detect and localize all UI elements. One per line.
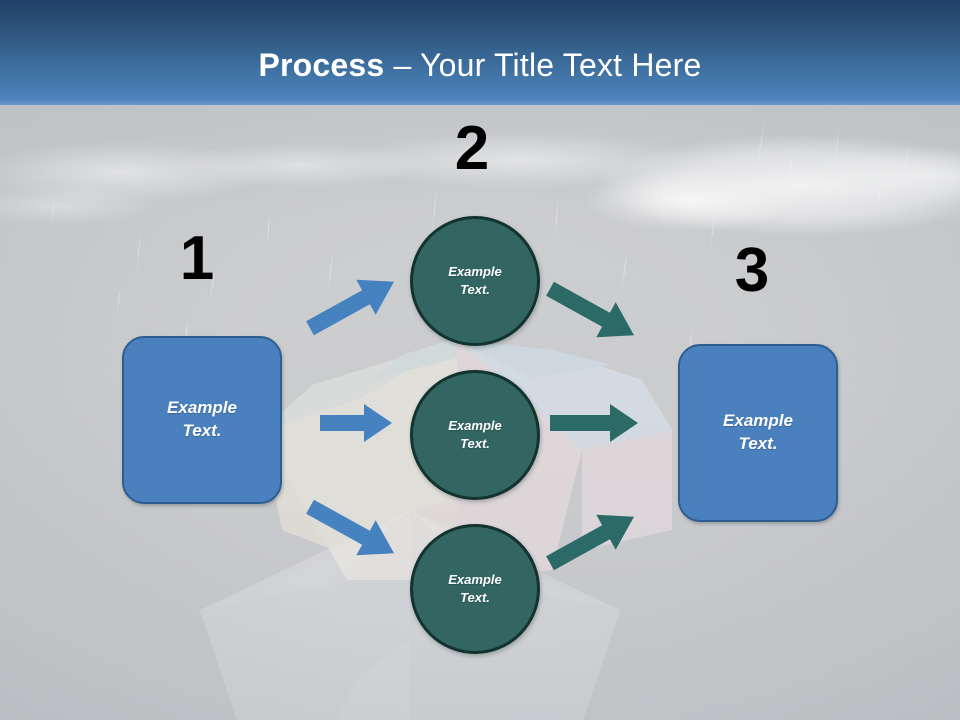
step-box-right-line1: Example	[723, 411, 793, 431]
step-number-3: 3	[734, 236, 770, 305]
page-title-light: Your Title Text Here	[420, 47, 702, 83]
step-circle-middle-line1: Example	[448, 418, 502, 434]
step-box-left-label: Example Text.	[167, 397, 237, 443]
step-circle-bottom-line2: Text.	[460, 590, 490, 605]
teal-arrow-up-icon	[540, 510, 644, 571]
page-title-separator: –	[384, 47, 421, 83]
step-circle-top-line2: Text.	[460, 282, 490, 297]
page-title-strong: Process	[258, 47, 385, 83]
step-circle-top[interactable]: Example Text.	[410, 216, 540, 346]
blue-arrow-down-icon	[300, 499, 404, 560]
step-circle-middle-label: Example Text.	[448, 417, 501, 452]
step-circle-middle-line2: Text.	[460, 436, 490, 451]
step-circle-bottom-label: Example Text.	[448, 571, 501, 606]
teal-arrow-right-icon	[548, 402, 640, 444]
step-circle-bottom-line1: Example	[448, 572, 502, 588]
blue-arrow-up-icon	[300, 275, 404, 336]
step-number-2: 2	[454, 114, 490, 183]
step-circle-top-label: Example Text.	[448, 263, 501, 298]
title-banner: Process – Your Title Text Here	[0, 0, 960, 105]
step-box-left[interactable]: Example Text.	[122, 336, 282, 504]
step-box-left-line2: Text.	[182, 421, 222, 440]
step-box-right-label: Example Text.	[723, 410, 793, 456]
step-circle-top-line1: Example	[448, 264, 502, 280]
page-title: Process – Your Title Text Here	[0, 47, 960, 83]
step-number-1: 1	[179, 224, 215, 293]
step-circle-middle[interactable]: Example Text.	[410, 370, 540, 500]
teal-arrow-down-icon	[540, 281, 644, 342]
step-box-left-line1: Example	[167, 398, 237, 418]
blue-arrow-right-icon	[318, 402, 394, 444]
step-box-right-line2: Text.	[738, 434, 778, 453]
step-circle-bottom[interactable]: Example Text.	[410, 524, 540, 654]
step-box-right[interactable]: Example Text.	[678, 344, 838, 522]
